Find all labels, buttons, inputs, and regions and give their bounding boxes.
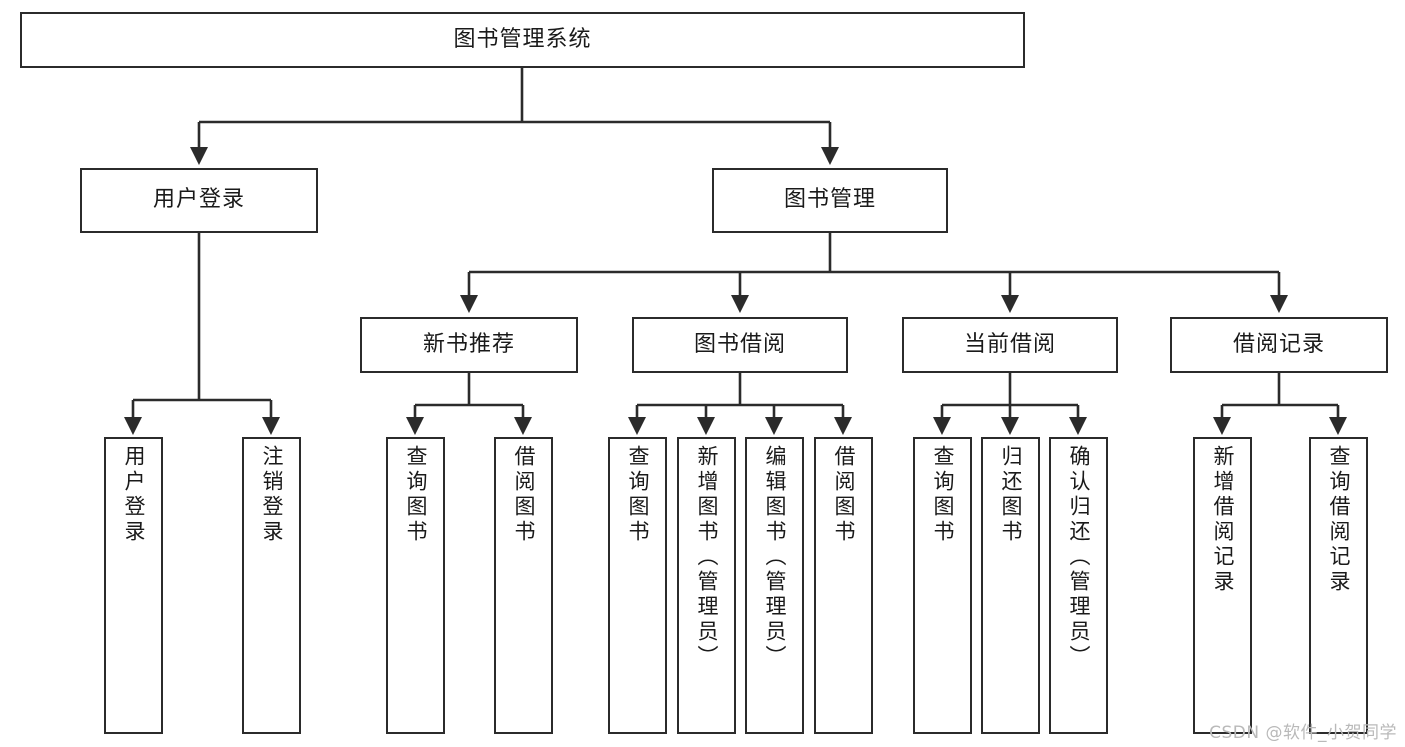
node-leaf-user-login-label: 用户登录 — [122, 445, 146, 545]
node-book-borrow[interactable]: 图书借阅 — [632, 317, 848, 373]
node-root[interactable]: 图书管理系统 — [20, 12, 1025, 68]
node-borrow-record[interactable]: 借阅记录 — [1170, 317, 1388, 373]
node-new-book-recommend-label: 新书推荐 — [422, 331, 515, 357]
node-leaf-confirm-return[interactable]: 确认归还（管理员） — [1049, 437, 1108, 734]
node-leaf-return-book-label: 归还图书 — [999, 445, 1023, 545]
node-current-borrow[interactable]: 当前借阅 — [902, 317, 1118, 373]
node-leaf-logout-login[interactable]: 注销登录 — [242, 437, 301, 734]
node-leaf-add-record[interactable]: 新增借阅记录 — [1193, 437, 1252, 734]
node-leaf-add-record-label: 新增借阅记录 — [1211, 445, 1235, 595]
node-leaf-add-book-label: 新增图书（管理员） — [695, 445, 719, 670]
node-borrow-record-label: 借阅记录 — [1232, 331, 1325, 357]
node-new-book-recommend[interactable]: 新书推荐 — [360, 317, 578, 373]
node-leaf-query-book-2[interactable]: 查询图书 — [608, 437, 667, 734]
node-book-manage-label: 图书管理 — [783, 187, 876, 213]
node-leaf-edit-book[interactable]: 编辑图书（管理员） — [745, 437, 804, 734]
node-leaf-borrow-book-1-label: 借阅图书 — [512, 445, 536, 545]
node-current-borrow-label: 当前借阅 — [963, 331, 1056, 357]
node-user-login[interactable]: 用户登录 — [80, 168, 318, 233]
node-leaf-confirm-return-label: 确认归还（管理员） — [1067, 445, 1091, 670]
node-leaf-logout-login-label: 注销登录 — [260, 445, 284, 545]
node-leaf-query-book-1[interactable]: 查询图书 — [386, 437, 445, 734]
node-leaf-borrow-book-2[interactable]: 借阅图书 — [814, 437, 873, 734]
node-leaf-add-book[interactable]: 新增图书（管理员） — [677, 437, 736, 734]
watermark: CSDN @软件_小贺同学 — [1209, 723, 1397, 743]
node-leaf-query-record[interactable]: 查询借阅记录 — [1309, 437, 1368, 734]
node-book-borrow-label: 图书借阅 — [693, 331, 786, 357]
node-leaf-borrow-book-2-label: 借阅图书 — [832, 445, 856, 545]
node-root-label: 图书管理系统 — [453, 26, 592, 52]
node-leaf-query-book-3[interactable]: 查询图书 — [913, 437, 972, 734]
node-leaf-query-book-2-label: 查询图书 — [626, 445, 650, 545]
node-leaf-query-book-1-label: 查询图书 — [404, 445, 428, 545]
node-book-manage[interactable]: 图书管理 — [712, 168, 948, 233]
node-user-login-label: 用户登录 — [152, 187, 245, 213]
node-leaf-query-book-3-label: 查询图书 — [931, 445, 955, 545]
node-leaf-return-book[interactable]: 归还图书 — [981, 437, 1040, 734]
node-leaf-edit-book-label: 编辑图书（管理员） — [763, 445, 787, 670]
node-leaf-borrow-book-1[interactable]: 借阅图书 — [494, 437, 553, 734]
node-leaf-user-login[interactable]: 用户登录 — [104, 437, 163, 734]
node-leaf-query-record-label: 查询借阅记录 — [1327, 445, 1351, 595]
